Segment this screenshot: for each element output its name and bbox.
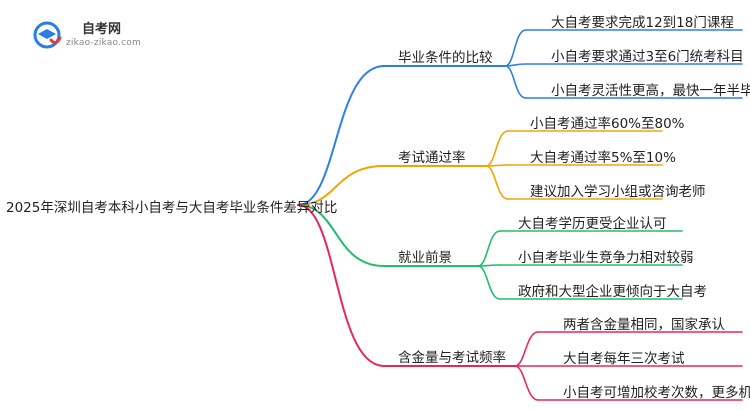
leaf-item: 大自考学历更受企业认可 <box>518 216 667 232</box>
leaf-item: 两者含金量相同，国家承认 <box>563 317 725 333</box>
leaf-item: 大自考每年三次考试 <box>563 351 685 367</box>
leaf-connector <box>485 130 509 167</box>
root-branch-connector <box>297 204 385 367</box>
root-branch-connector <box>297 165 385 206</box>
leaf-item: 小自考可增加校考次数，更多机会 <box>563 385 750 401</box>
leaf-item: 政府和大型企业更倾向于大自考 <box>518 284 707 300</box>
logo-url: zikao-zikao.com <box>66 38 141 48</box>
root-branch-connector <box>297 65 385 206</box>
branch-employment: 就业前景 <box>398 250 452 266</box>
leaf-connector <box>477 265 501 300</box>
mindmap-root: 2025年深圳自考本科小自考与大自考毕业条件差异对比 <box>6 200 338 216</box>
leaf-item: 大自考要求完成12到18门课程 <box>551 15 734 31</box>
site-logo: 自考网 zikao-zikao.com <box>30 18 180 52</box>
leaf-connector <box>485 165 509 200</box>
leaf-connector <box>477 264 501 267</box>
branch-value-frequency: 含金量与考试频率 <box>398 350 506 366</box>
leaf-connector <box>504 65 527 99</box>
leaf-item: 建议加入学习小组或咨询老师 <box>530 184 706 200</box>
branch-graduation-conditions: 毕业条件的比较 <box>398 50 493 66</box>
graduation-cap-icon <box>33 21 62 49</box>
leaf-item: 大自考通过率5%至10% <box>530 150 676 166</box>
leaf-connector <box>514 365 539 401</box>
leaf-item: 小自考毕业生竞争力相对较弱 <box>518 250 694 266</box>
root-branch-connector <box>297 204 385 267</box>
leaf-connector <box>477 230 501 267</box>
branch-pass-rate: 考试通过率 <box>398 150 466 166</box>
logo-name: 自考网 <box>82 22 122 37</box>
leaf-connector <box>485 164 509 167</box>
leaf-connector <box>514 331 539 367</box>
leaf-connector <box>504 29 527 67</box>
leaf-item: 小自考灵活性更高，最快一年半毕业 <box>551 83 750 99</box>
leaf-item: 小自考要求通过3至6门统考科目 <box>551 49 744 65</box>
leaf-item: 小自考通过率60%至80% <box>530 116 685 132</box>
